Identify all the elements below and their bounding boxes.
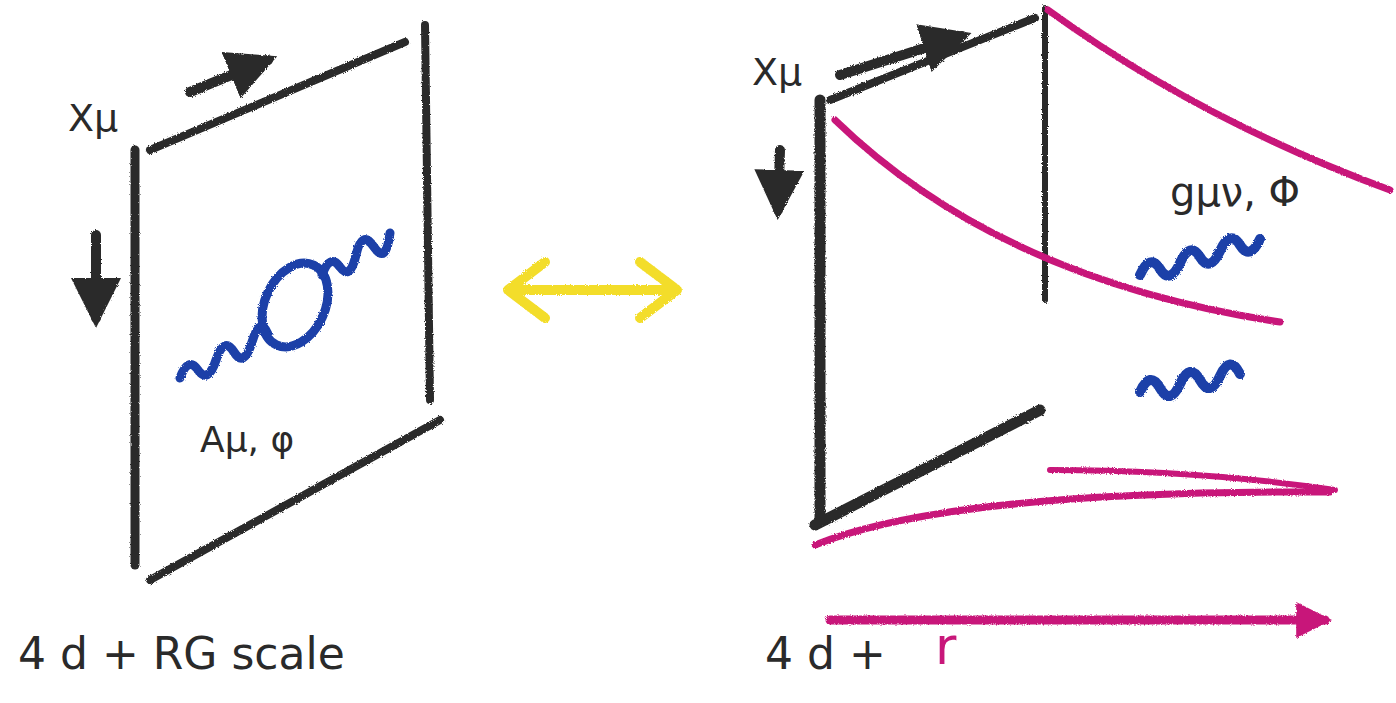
field-label: Aμ, φ xyxy=(200,420,294,460)
radial-label: r xyxy=(935,618,956,675)
coordinate-label: Xμ xyxy=(68,98,118,140)
equivalence-arrow xyxy=(508,262,545,318)
equivalence-arrow xyxy=(640,262,677,318)
radial-arrow xyxy=(830,616,1325,625)
bulk-curve xyxy=(835,120,1280,322)
equivalence-arrow xyxy=(520,285,665,295)
plane-edge xyxy=(150,42,405,150)
direction-arrow xyxy=(840,36,962,75)
wavy-line xyxy=(1140,238,1260,275)
wavy-line xyxy=(180,327,268,378)
wavy-line xyxy=(1140,364,1240,396)
direction-arrow xyxy=(190,60,268,92)
wavy-line xyxy=(322,233,390,275)
plane-edge xyxy=(131,150,140,565)
bulk-curve xyxy=(1048,10,1390,190)
direction-arrow xyxy=(91,235,101,318)
coordinate-label: Xμ xyxy=(752,52,802,94)
direction-arrow xyxy=(778,150,780,210)
boundary-edge xyxy=(815,100,826,520)
field-label: gμν, Φ xyxy=(1170,170,1300,214)
axis-caption: 4 d + xyxy=(765,630,886,678)
plane-edge xyxy=(425,25,430,400)
axis-caption: 4 d + RG scale xyxy=(18,630,345,678)
bulk-curve xyxy=(815,492,1330,545)
plane-edge xyxy=(150,420,440,580)
boundary-edge xyxy=(830,18,1035,100)
bulk-curve xyxy=(1050,470,1335,490)
